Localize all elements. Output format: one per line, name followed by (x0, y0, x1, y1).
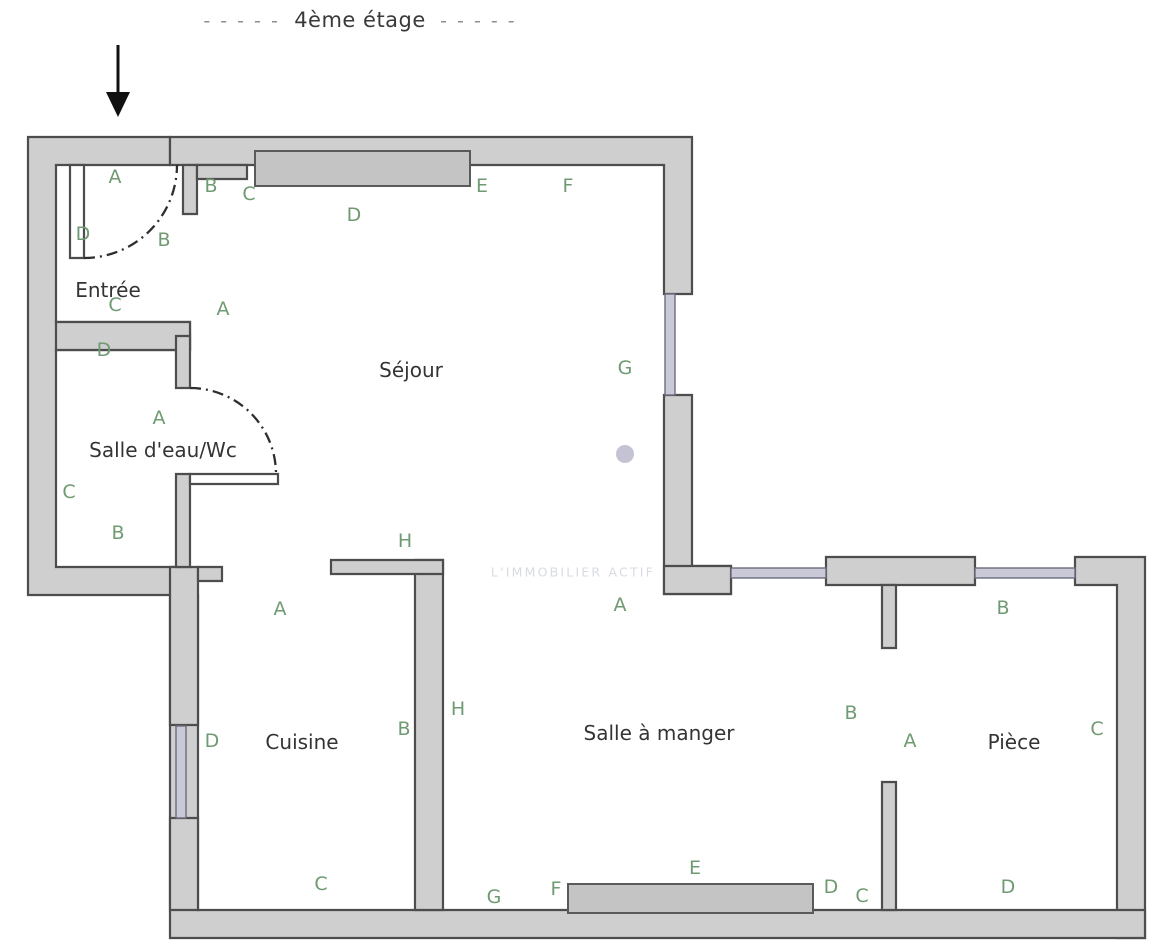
title-dash-right: - - - - - (440, 10, 517, 32)
wall-mark-letter: B (157, 229, 171, 251)
salle-eau-door-leaf (188, 472, 280, 486)
wall-nub-entree-right (181, 163, 199, 216)
wall-mark-letter: A (152, 407, 166, 429)
window-glass-panels (175, 293, 1076, 819)
window-bay-sejour-top (254, 150, 471, 187)
title-dash-left: - - - - - (203, 10, 280, 32)
wall-mark-letter: B (397, 718, 411, 740)
wall-salle-eau-right-lower (174, 472, 192, 569)
wall-mark-letter: D (96, 339, 112, 361)
salle-eau-door-arc (189, 386, 278, 475)
wall-mark-letter: A (613, 594, 627, 616)
wall-mark-letter: E (688, 857, 702, 879)
wall-mark-letter: G (486, 886, 502, 908)
page-title: - - - - - 4ème étage - - - - - (0, 8, 720, 32)
window-bay-salle-a-manger-bottom (567, 883, 814, 914)
door-swing-arcs (83, 164, 278, 475)
wall-stub-piece-left-upper (880, 583, 898, 650)
title-text: 4ème étage (294, 8, 426, 32)
room-label-salle-d-eau-wc: Salle d'eau/Wc (89, 438, 237, 462)
outer-wall-upper-left (26, 135, 192, 597)
wall-mark-letter: C (314, 873, 328, 895)
wall-mark-letter: B (996, 597, 1010, 619)
wall-mark-letter: D (204, 730, 220, 752)
wall-mark-letter: E (475, 175, 489, 197)
window-piece-top (974, 567, 1076, 579)
wall-mark-letter: B (111, 522, 125, 544)
room-label-salle-a-manger: Salle à manger (583, 721, 735, 745)
wall-dining-top-right (824, 555, 977, 587)
wall-mark-letter: C (1090, 718, 1104, 740)
room-label-cuisine: Cuisine (265, 730, 339, 754)
window-dining-top-center (730, 567, 827, 579)
wall-cuisine-right (413, 558, 445, 912)
wall-mark-letter: H (397, 530, 413, 552)
wall-mark-letter: H (450, 698, 466, 720)
wall-mark-letter: D (75, 223, 91, 245)
wall-geometry (26, 135, 1147, 940)
wall-mark-letter: B (844, 702, 858, 724)
wall-salle-eau-top (54, 320, 192, 352)
wall-entree-sejour-top (195, 163, 249, 181)
wall-cuisine-top-return (329, 558, 445, 576)
wall-mark-letter: F (562, 175, 574, 197)
wall-mark-letter: G (617, 357, 633, 379)
wall-mark-letter: D (1000, 876, 1016, 898)
wall-mark-letter: D (346, 204, 362, 226)
room-label-piece: Pièce (987, 730, 1041, 754)
wall-nub-left-partition (196, 565, 224, 583)
wall-mark-letter: A (903, 730, 917, 752)
window-sejour-right (664, 293, 676, 396)
wall-mark-letter: C (62, 481, 76, 503)
wall-mark-letter: C (242, 183, 256, 205)
wall-mark-letter: F (550, 878, 562, 900)
wall-mark-letter: A (108, 166, 122, 188)
wall-salle-eau-right-upper (174, 334, 192, 390)
wall-mark-letter: C (855, 885, 869, 907)
entry-door-arc (83, 164, 179, 260)
wall-vertical-cuisine-left-lower (168, 816, 200, 912)
room-label-sejour: Séjour (379, 358, 443, 382)
room-label-entree: Entrée (75, 278, 141, 302)
wall-mark-letter: B (204, 175, 218, 197)
wall-mark-letter: A (273, 598, 287, 620)
wall-dining-top-left-stub (662, 564, 733, 596)
sejour-point-marker (616, 445, 634, 463)
window-cuisine-left (175, 725, 187, 819)
wall-mark-letter: D (823, 876, 839, 898)
wall-mark-letter: A (216, 298, 230, 320)
outer-wall-sejour-right-lower (662, 393, 733, 596)
watermark-label: L'IMMOBILIER ACTIF (490, 564, 656, 580)
wall-vertical-cuisine-left-upper (168, 565, 200, 727)
entry-direction-arrow (106, 45, 130, 117)
wall-stub-piece-left-lower (880, 780, 898, 912)
wall-mark-letter: C (108, 294, 122, 316)
outer-wall-right (1073, 555, 1147, 940)
outer-wall-sejour-top-right (168, 135, 694, 296)
